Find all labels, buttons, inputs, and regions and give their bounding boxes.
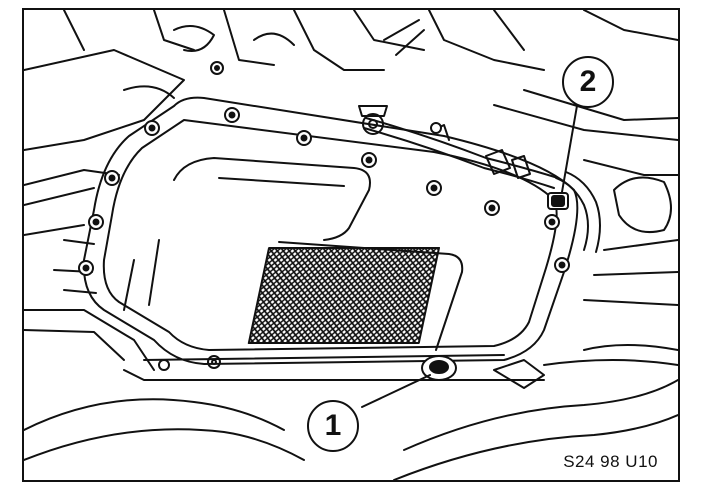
oil-filter-screen	[247, 247, 441, 344]
leader-line-1	[361, 374, 431, 408]
chassis-background	[24, 10, 678, 480]
callout-1: 1	[307, 400, 359, 452]
drain-plug-icon	[421, 355, 457, 381]
callout-1-number: 1	[324, 409, 342, 442]
diagram-frame: 1 2 S24 98 U10	[22, 8, 680, 482]
filter-housing	[278, 241, 464, 351]
figure-code: S24 98 U10	[563, 452, 658, 471]
transmission-oil-pan-illustration	[24, 10, 678, 480]
pan-bolts	[78, 61, 570, 276]
callout-2-number: 2	[579, 65, 597, 98]
leader-line-2	[561, 99, 579, 193]
oil-pan	[82, 96, 579, 365]
fill-plug-icon	[547, 192, 569, 210]
cable-and-sensor	[358, 105, 601, 253]
callout-2: 2	[562, 56, 614, 108]
